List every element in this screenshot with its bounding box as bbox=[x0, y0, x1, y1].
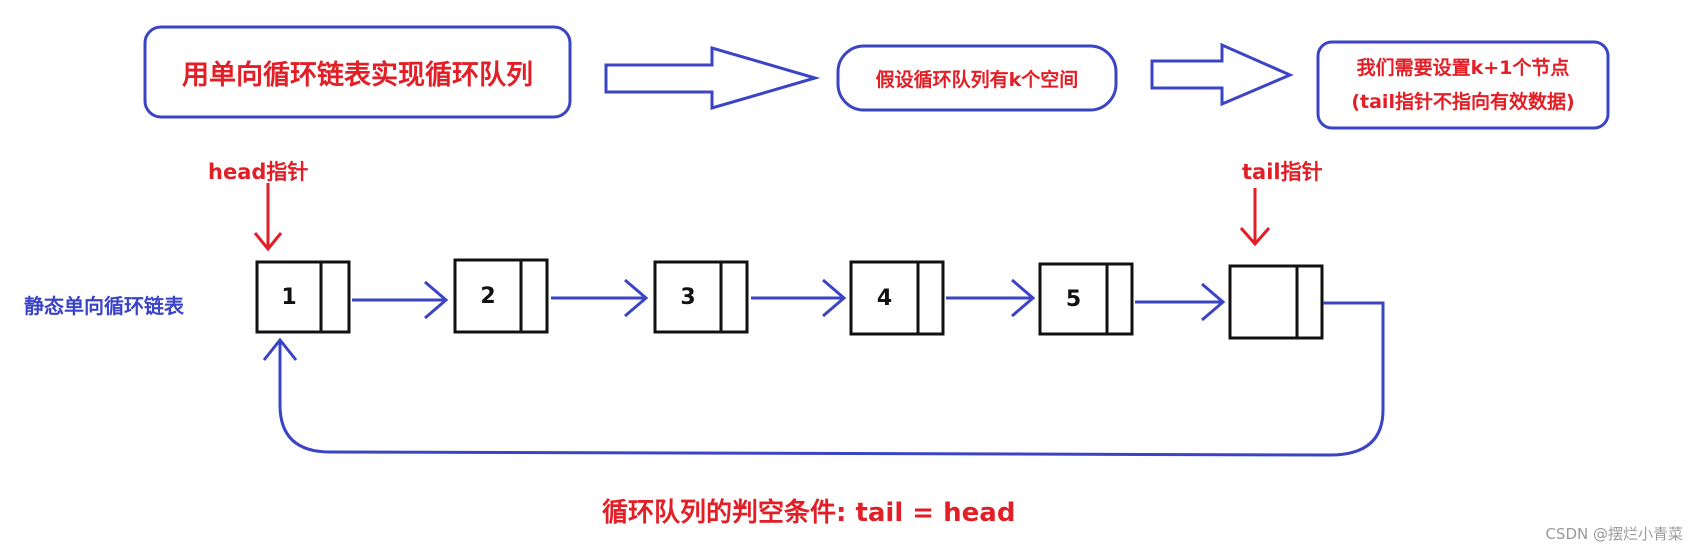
node-2 bbox=[453, 258, 549, 334]
node-1-value: 1 bbox=[281, 284, 297, 310]
step3-line1: 我们需要设置k+1个节点 bbox=[1356, 57, 1570, 79]
node-5 bbox=[1038, 262, 1134, 336]
link-5-6 bbox=[1135, 282, 1226, 322]
head-pointer-label: head指针 bbox=[208, 160, 309, 184]
step2-box bbox=[836, 44, 1118, 112]
link-2-3 bbox=[551, 278, 649, 318]
node-5-value: 5 bbox=[1065, 286, 1082, 312]
list-label: 静态单向循环链表 bbox=[24, 294, 184, 318]
watermark: CSDN @摆烂小青菜 bbox=[1545, 525, 1683, 543]
node-6-sentinel bbox=[1228, 264, 1324, 340]
link-4-5 bbox=[946, 278, 1036, 318]
node-2-value: 2 bbox=[480, 283, 496, 309]
head-pointer-arrow bbox=[253, 183, 283, 252]
tail-pointer-arrow bbox=[1239, 188, 1271, 247]
node-3 bbox=[653, 260, 749, 334]
node-4 bbox=[849, 260, 945, 336]
step1-box bbox=[143, 25, 572, 119]
empty-condition-text: 循环队列的判空条件: tail = head bbox=[602, 498, 1016, 528]
node-1 bbox=[255, 260, 351, 334]
loop-back-arrow bbox=[262, 301, 1385, 457]
tail-pointer-label: tail指针 bbox=[1242, 160, 1323, 184]
step3-text: 我们需要设置k+1个节点 (tail指针不指向有效数据) bbox=[1318, 42, 1608, 128]
step3-box bbox=[1316, 40, 1610, 130]
link-1-2 bbox=[352, 280, 449, 320]
step2-text: 假设循环队列有k个空间 bbox=[875, 68, 1079, 91]
node-6-value bbox=[1230, 266, 1297, 338]
node-3-value: 3 bbox=[680, 284, 696, 310]
link-3-4 bbox=[751, 278, 847, 318]
step3-line2: (tail指针不指向有效数据) bbox=[1351, 91, 1575, 113]
flow-arrow-2 bbox=[1150, 42, 1294, 107]
flow-arrow-1 bbox=[604, 46, 821, 110]
node-4-value: 4 bbox=[876, 285, 893, 311]
step1-text: 用单向循环链表实现循环队列 bbox=[182, 59, 533, 91]
